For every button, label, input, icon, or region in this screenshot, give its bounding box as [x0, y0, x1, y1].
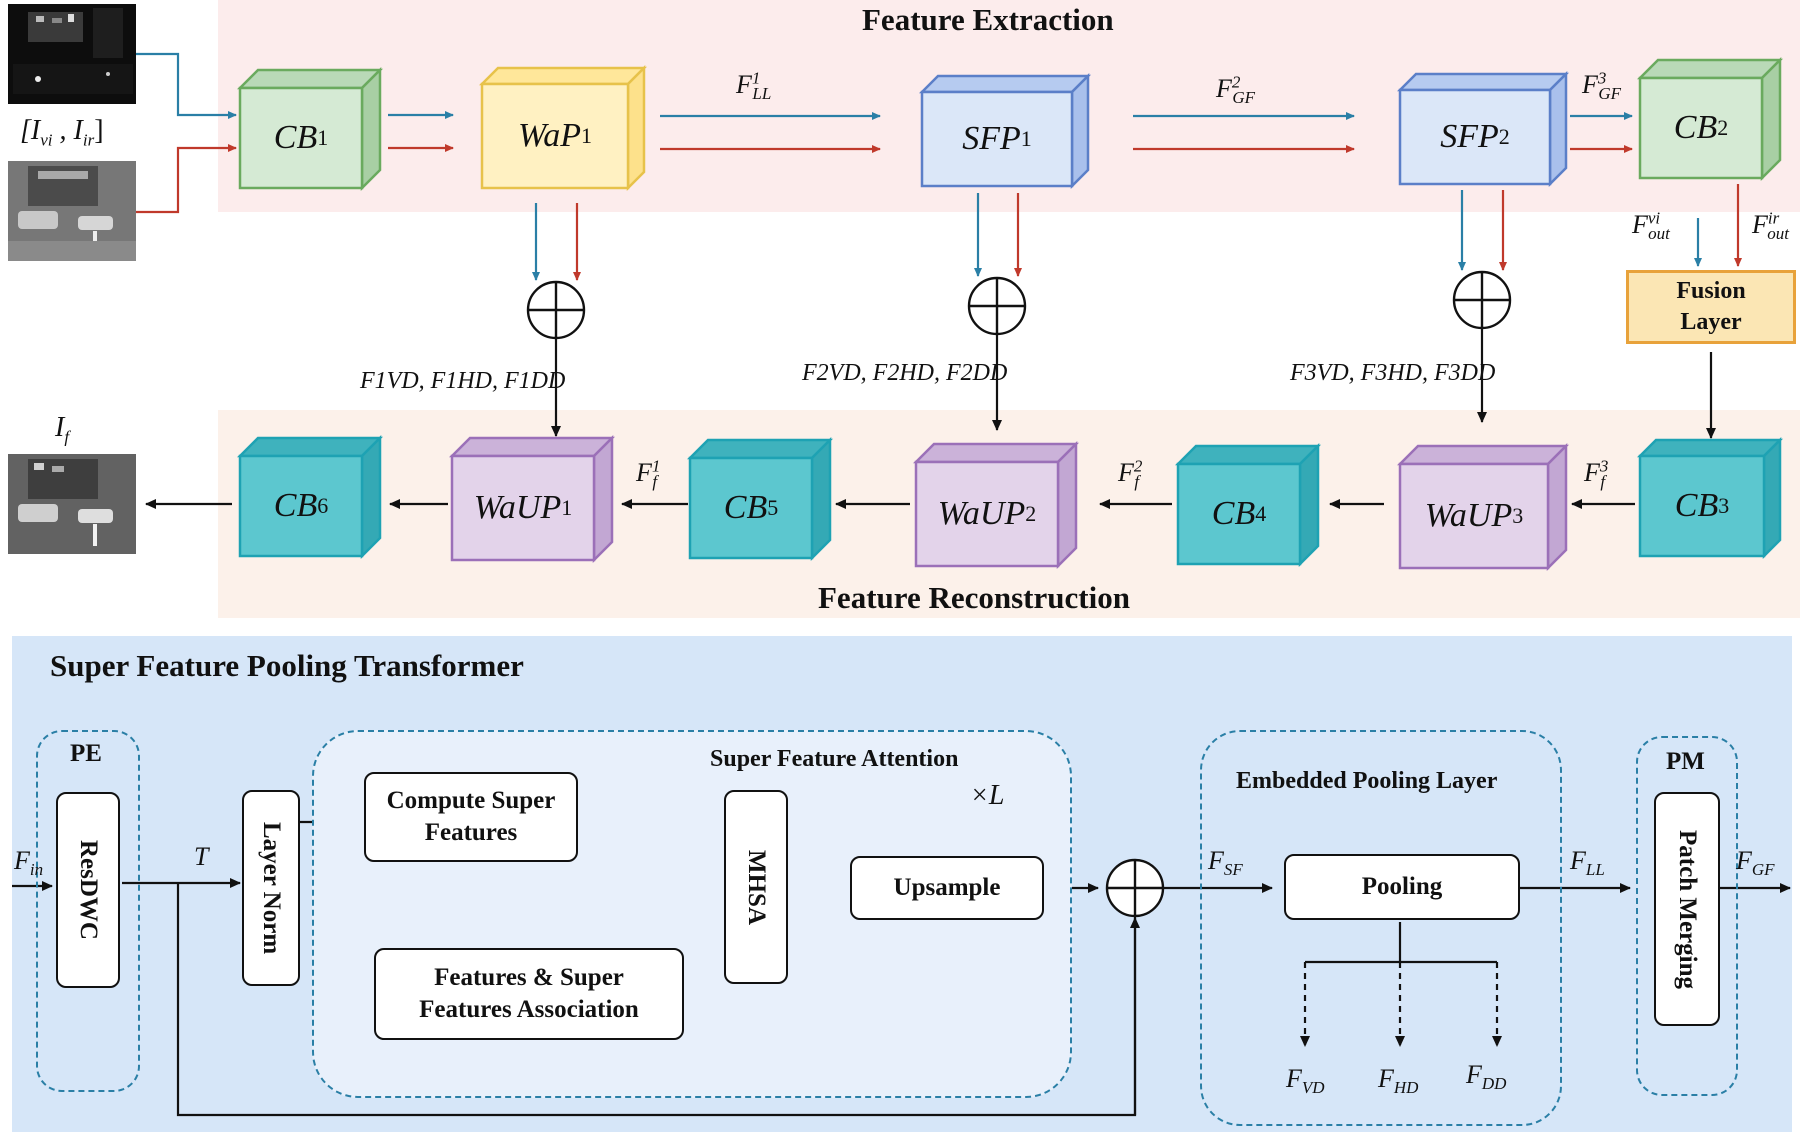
resdwc-block: ResDWC	[56, 792, 120, 988]
pm-group	[1636, 736, 1738, 1096]
patch-merging-block: Patch Merging	[1654, 792, 1720, 1026]
output-label: If	[55, 412, 70, 447]
flow-label-fgf2: F2GF	[1216, 72, 1256, 108]
fll-label: FLL	[1570, 846, 1605, 880]
flow-label-ff1: F1f	[636, 456, 661, 492]
skip-label-2: F2VD, F2HD, F2DD	[802, 360, 1008, 386]
sfpt-title: Super Feature Pooling Transformer	[50, 648, 524, 683]
fdd-label: FDD	[1466, 1060, 1507, 1094]
flow-label-fll1: F1LL	[736, 68, 772, 104]
feature-reconstruction-title: Feature Reconstruction	[818, 580, 1130, 615]
feature-extraction-title: Feature Extraction	[862, 2, 1114, 37]
flow-label-fgf3: F3GF	[1582, 68, 1622, 104]
infrared-input-image	[8, 161, 136, 261]
input-label: [Ivi , Iir]	[20, 115, 104, 150]
flow-label-ff3: F3f	[1584, 456, 1609, 492]
times-l-label: ×L	[970, 780, 1005, 811]
upsample-block: Upsample	[850, 856, 1044, 920]
fhd-label: FHD	[1378, 1064, 1419, 1098]
flow-label-fir: Firout	[1752, 208, 1789, 244]
layer-norm-block: Layer Norm	[242, 790, 300, 986]
sfa-title: Super Feature Attention	[710, 746, 959, 772]
flow-label-fvi: Fviout	[1632, 208, 1670, 244]
embedded-pooling-group	[1200, 730, 1562, 1126]
pooling-block: Pooling	[1284, 854, 1520, 920]
visible-input-image	[8, 4, 136, 104]
skip-label-1: F1VD, F1HD, F1DD	[360, 368, 566, 394]
fgf-label: FGF	[1736, 846, 1775, 880]
mhsa-block: MHSA	[724, 790, 788, 984]
t-label: T	[194, 842, 209, 871]
skip-label-3: F3VD, F3HD, F3DD	[1290, 360, 1496, 386]
flow-label-ff2: F2f	[1118, 456, 1143, 492]
epl-title: Embedded Pooling Layer	[1236, 768, 1498, 794]
fin-label: Fin	[14, 846, 44, 880]
pm-label: PM	[1666, 748, 1705, 775]
fused-output-image	[8, 454, 136, 554]
pe-group	[36, 730, 140, 1092]
fsf-label: FSF	[1208, 846, 1243, 880]
fvd-label: FVD	[1286, 1064, 1325, 1098]
pe-label: PE	[70, 740, 102, 767]
